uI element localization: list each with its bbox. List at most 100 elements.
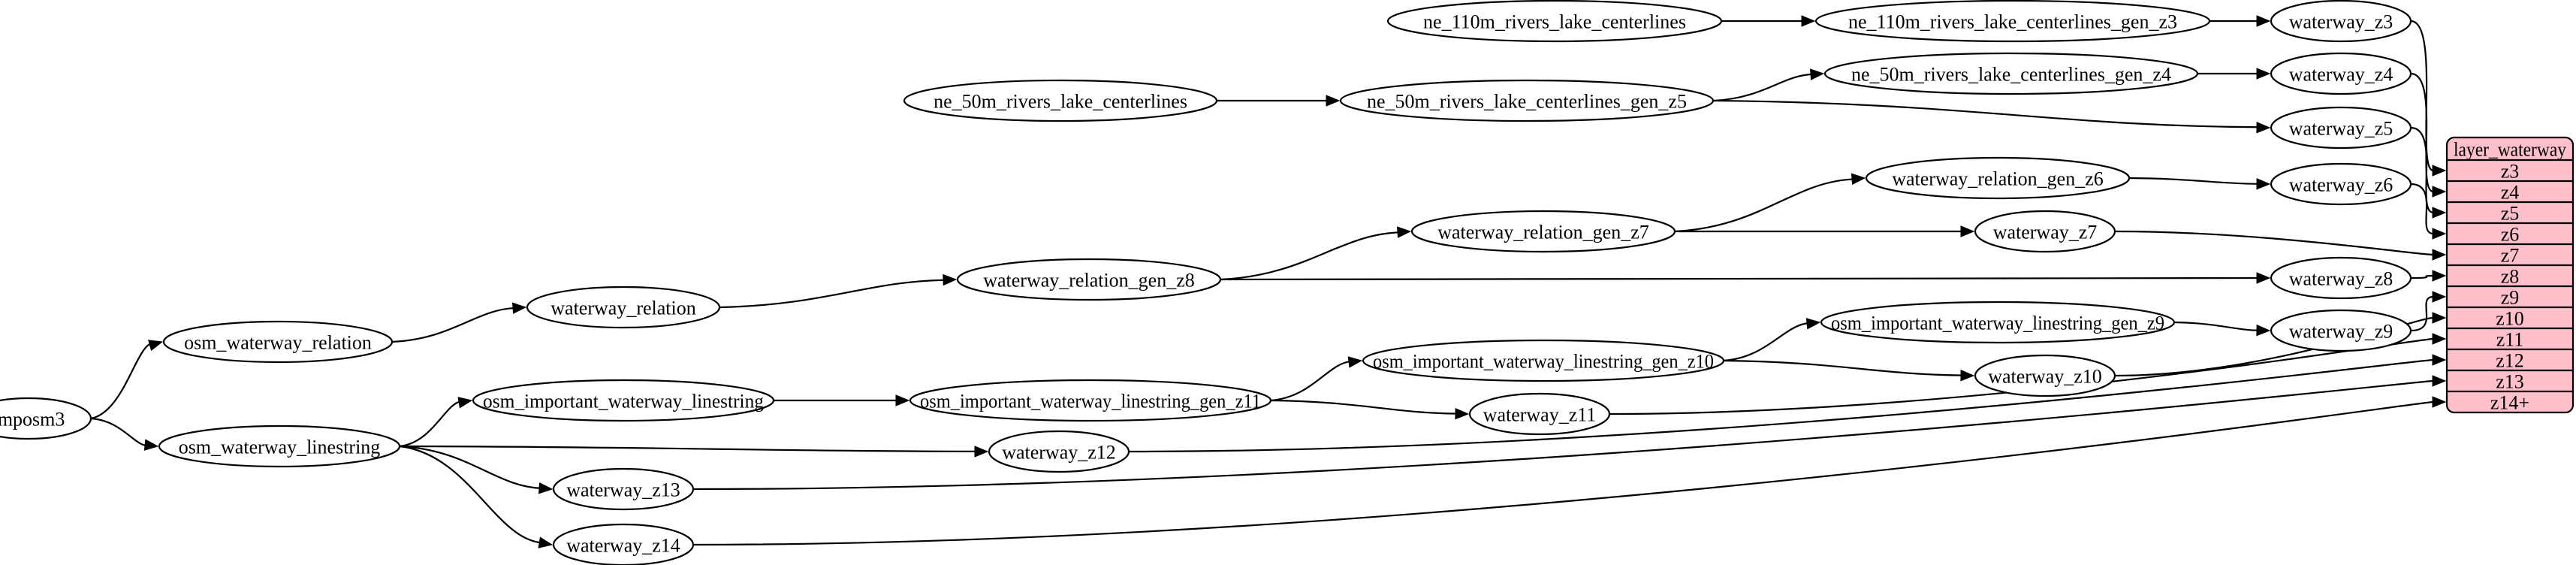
- record-row-z6[interactable]: z6: [2501, 224, 2520, 246]
- graph-node-waterway_z5[interactable]: waterway_z5: [2270, 106, 2412, 150]
- graph-edge: [1674, 173, 1866, 233]
- node-label: ne_50m_rivers_lake_centerlines_gen_z5: [1367, 91, 1687, 113]
- graph-node-osm_important_waterway_linestring_gen_z10[interactable]: osm_important_waterway_linestring_gen_z1…: [1362, 339, 1725, 382]
- graph-node-waterway_z9[interactable]: waterway_z9: [2270, 309, 2412, 352]
- node-label: ne_50m_rivers_lake_centerlines: [934, 91, 1187, 113]
- record-row-z4[interactable]: z4: [2501, 182, 2520, 204]
- node-label: waterway_z10: [1988, 366, 2102, 388]
- node-label: ne_50m_rivers_lake_centerlines_gen_z4: [1851, 64, 2171, 86]
- record-box: [2445, 136, 2574, 414]
- record-row-z13[interactable]: z13: [2496, 371, 2524, 393]
- graph-node-waterway_z4[interactable]: waterway_z4: [2270, 52, 2412, 95]
- graph-node-osm_important_waterway_linestring[interactable]: osm_important_waterway_linestring: [472, 379, 775, 422]
- node-label: ne_110m_rivers_lake_centerlines_gen_z3: [1848, 11, 2177, 33]
- node-label: waterway_relation: [550, 298, 695, 319]
- record-node-layer-waterway[interactable]: layer_waterwayz3z4z5z6z7z8z9z10z11z12z13…: [2445, 136, 2574, 414]
- graph-edge: [774, 394, 910, 406]
- edges-layer: [90, 15, 2447, 548]
- graph-edge: [399, 445, 554, 548]
- graph-edge: [1675, 225, 1975, 237]
- node-label: osm_important_waterway_linestring_gen_z1…: [1373, 351, 1714, 373]
- graph-edge: [2410, 20, 2447, 177]
- node-label: waterway_z13: [566, 479, 680, 501]
- graph-node-waterway_relation[interactable]: waterway_relation: [526, 286, 721, 329]
- graph-edge: [1270, 399, 1470, 420]
- graph-node-waterway_z6[interactable]: waterway_z6: [2270, 162, 2412, 206]
- graph-edge: [399, 445, 989, 458]
- node-label: waterway_relation_gen_z8: [983, 270, 1195, 292]
- record-row-z12[interactable]: z12: [2496, 350, 2524, 372]
- graph-node-osm_waterway_relation[interactable]: osm_waterway_relation: [162, 320, 394, 364]
- graph-edge: [1721, 15, 1816, 27]
- graph-node-waterway_z8[interactable]: waterway_z8: [2270, 256, 2412, 300]
- record-row-z14+[interactable]: z14+: [2490, 392, 2529, 414]
- node-label: waterway_relation_gen_z7: [1437, 222, 1649, 243]
- graph-edge: [2128, 177, 2271, 190]
- graph-node-imposm3[interactable]: imposm3: [0, 397, 92, 440]
- graph-edge: [719, 273, 958, 309]
- node-label: waterway_z14: [566, 535, 680, 557]
- graph-node-waterway_z3[interactable]: waterway_z3: [2270, 0, 2412, 43]
- graph-edge: [1712, 99, 2271, 134]
- nodes-layer: imposm3 osm_waterway_relation osm_waterway…: [0, 0, 2412, 565]
- node-label: ne_110m_rivers_lake_centerlines: [1423, 11, 1686, 33]
- graph-edge: [399, 445, 554, 494]
- graph-node-waterway_z13[interactable]: waterway_z13: [552, 467, 695, 511]
- record-row-z8[interactable]: z8: [2501, 266, 2520, 288]
- node-label: waterway_z6: [2289, 174, 2394, 196]
- graph-node-osm_important_waterway_linestring_gen_z11[interactable]: osm_important_waterway_linestring_gen_z1…: [909, 379, 1272, 422]
- graph-node-ne_110m_rivers_lake_centerlines[interactable]: ne_110m_rivers_lake_centerlines: [1386, 0, 1723, 43]
- graph-edge: [1723, 318, 1821, 362]
- record-row-z10[interactable]: z10: [2496, 308, 2524, 330]
- node-label: waterway_z7: [1993, 222, 2098, 243]
- graph-edge: [1217, 95, 1341, 107]
- node-label: osm_waterway_relation: [184, 332, 372, 354]
- graph-node-waterway_z12[interactable]: waterway_z12: [988, 430, 1130, 473]
- graph-node-waterway_z10[interactable]: waterway_z10: [1974, 354, 2116, 397]
- record-row-z9[interactable]: z9: [2501, 287, 2520, 309]
- graph-node-ne_110m_rivers_lake_centerlines_gen_z3[interactable]: ne_110m_rivers_lake_centerlines_gen_z3: [1814, 0, 2211, 43]
- graph-edge: [1712, 68, 1825, 102]
- graph-node-osm_important_waterway_linestring_gen_z9[interactable]: osm_important_waterway_linestring_gen_z9: [1820, 301, 2176, 344]
- record-row-z3[interactable]: z3: [2501, 161, 2520, 183]
- graph-edge: [2114, 230, 2447, 261]
- record-row-z7[interactable]: z7: [2501, 245, 2520, 267]
- node-label: waterway_z8: [2289, 268, 2394, 290]
- graph-node-osm_waterway_linestring[interactable]: osm_waterway_linestring: [158, 425, 401, 468]
- graph-edge: [2410, 126, 2447, 219]
- record-row-z11[interactable]: z11: [2496, 329, 2524, 351]
- node-label: imposm3: [0, 409, 65, 431]
- graph-edge: [1723, 359, 1975, 382]
- record-row-z5[interactable]: z5: [2501, 203, 2520, 225]
- graph-edge: [1609, 333, 2447, 415]
- graph-node-waterway_relation_gen_z6[interactable]: waterway_relation_gen_z6: [1865, 156, 2131, 200]
- record-node-layer: layer_waterwayz3z4z5z6z7z8z9z10z11z12z13…: [2445, 136, 2574, 414]
- graph-node-waterway_z14[interactable]: waterway_z14: [552, 523, 695, 565]
- graph-edge: [2410, 183, 2447, 240]
- graph-edge: [1220, 272, 2271, 284]
- node-label: osm_important_waterway_linestring_gen_z9: [1831, 313, 2164, 334]
- node-label: waterway_relation_gen_z6: [1892, 168, 2104, 190]
- graph-edge: [1128, 354, 2447, 453]
- node-label: waterway_z3: [2289, 11, 2394, 33]
- graph-node-ne_50m_rivers_lake_centerlines_gen_z4[interactable]: ne_50m_rivers_lake_centerlines_gen_z4: [1823, 52, 2199, 95]
- graph-node-ne_50m_rivers_lake_centerlines[interactable]: ne_50m_rivers_lake_centerlines: [903, 79, 1218, 122]
- graph-node-waterway_z11[interactable]: waterway_z11: [1468, 392, 1611, 436]
- graph-edge: [2210, 15, 2271, 27]
- graph-node-ne_50m_rivers_lake_centerlines_gen_z5[interactable]: ne_50m_rivers_lake_centerlines_gen_z5: [1339, 79, 1715, 122]
- node-label: osm_important_waterway_linestring: [483, 391, 764, 412]
- graph-edge: [1220, 226, 1412, 281]
- record-title: layer_waterway: [2454, 139, 2566, 161]
- graph-edge: [692, 396, 2447, 546]
- graph-edge: [90, 340, 164, 420]
- graph-edge: [2410, 291, 2447, 332]
- graph-node-waterway_relation_gen_z8[interactable]: waterway_relation_gen_z8: [956, 258, 1222, 301]
- node-label: osm_important_waterway_linestring_gen_z1…: [920, 391, 1261, 412]
- graph-node-waterway_z7[interactable]: waterway_z7: [1974, 210, 2116, 253]
- graph-edge: [2410, 72, 2447, 198]
- graph-edge: [391, 302, 527, 343]
- graph-node-waterway_relation_gen_z7[interactable]: waterway_relation_gen_z7: [1410, 210, 1676, 253]
- graph-edge: [399, 397, 473, 448]
